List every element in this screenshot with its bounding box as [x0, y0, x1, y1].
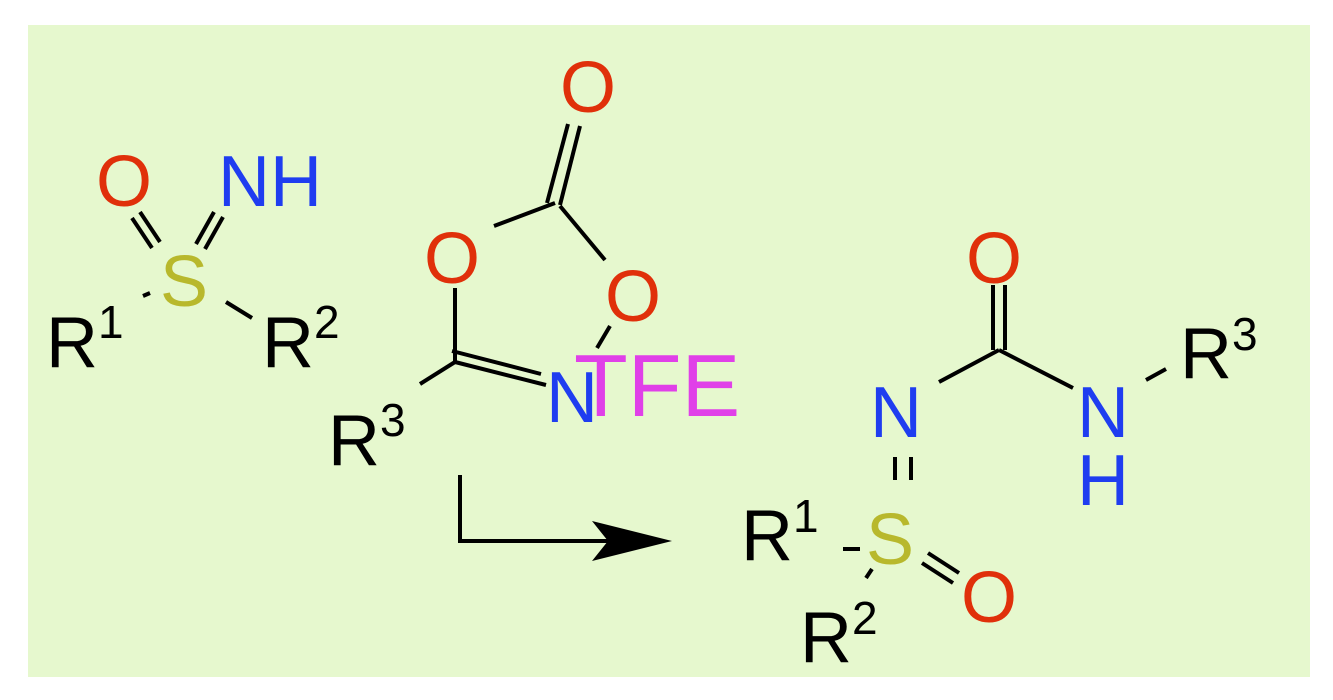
atom-hydrogen-amide: H [1077, 441, 1129, 521]
atom-oxygen-carbonyl: O [966, 219, 1022, 299]
atom-oxygen-carbonyl: O [560, 48, 616, 128]
atom-oxygen-ring-right: O [605, 257, 661, 337]
atom-oxygen-sulfonyl: O [961, 558, 1017, 638]
bond-c-n-1 [454, 360, 547, 387]
group-r3-superscript: 3 [1232, 308, 1258, 360]
bond-nh-r3 [1145, 367, 1167, 382]
group-r2: R [262, 303, 314, 383]
bond-c-nh [998, 348, 1074, 390]
bond-c-n-2 [451, 349, 542, 376]
bond-c-oright [558, 204, 607, 262]
bond-s-o-1 [138, 210, 162, 244]
solvent-label: TFE [574, 336, 740, 435]
reactant-dioxazolone: O O O N R 3 [328, 48, 661, 481]
bond-s-r2 [224, 300, 254, 320]
bond-oright-n [595, 324, 612, 350]
atom-sulfur: S [160, 242, 208, 322]
bond-carbonyl-1 [545, 123, 570, 204]
atom-oxygen-ring-left: O [424, 219, 480, 299]
bond-carbonyl-2 [558, 125, 582, 206]
atom-oxygen: O [96, 142, 152, 222]
group-r2-superscript: 2 [314, 296, 340, 348]
bond-s-o-1 [926, 551, 961, 575]
reactant-sulfoximine: O NH S R 1 R 2 [46, 142, 340, 383]
bond-s-r2 [864, 567, 874, 580]
bond-s-o-2 [920, 561, 955, 585]
group-r1-superscript: 1 [98, 296, 124, 348]
bond-c-oleft [493, 201, 556, 228]
group-r3: R [1180, 314, 1232, 394]
group-r3-superscript: 3 [380, 394, 406, 446]
product-urea: O N N H R 3 R 1 S O R 2 [741, 219, 1258, 678]
bond-s-n-2 [203, 216, 225, 250]
bond-s-n-1 [194, 211, 216, 245]
bond-c-r3 [418, 360, 457, 386]
atom-nitrogen-imine: N [870, 373, 922, 453]
group-r1: R [46, 303, 98, 383]
group-r1-superscript: 1 [793, 490, 819, 542]
atom-nh: NH [218, 142, 322, 222]
group-r2: R [800, 598, 852, 678]
atom-sulfur: S [866, 500, 914, 580]
background-panel [28, 25, 1310, 677]
group-r3: R [328, 401, 380, 481]
bond-s-r1 [142, 291, 151, 298]
arrowhead-icon [592, 521, 672, 561]
atom-nitrogen-amide: N [1077, 373, 1129, 453]
atom-nitrogen: N [546, 358, 598, 438]
reaction-arrow [458, 475, 672, 561]
bond-n-c [938, 348, 1000, 384]
group-r2-superscript: 2 [852, 592, 878, 644]
bond-s-o-2 [130, 216, 154, 250]
group-r1: R [741, 496, 793, 576]
